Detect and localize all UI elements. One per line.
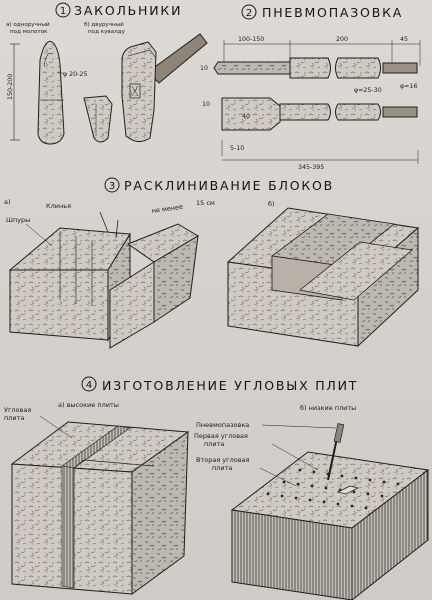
- section-2-header: 2 ПНЕВМОПАЗОВКА: [241, 4, 403, 20]
- dim-20-25-label: φ 20-25: [63, 71, 87, 78]
- label-first-corner-line2: плита: [204, 440, 224, 448]
- section-1-number: 1: [60, 6, 66, 17]
- label-pneumatic-chisel: Пневмопазовка: [196, 421, 249, 429]
- dim-150-200: 150-200: [7, 43, 20, 141]
- section-4-number: 4: [86, 380, 92, 391]
- pneumatic-bit-top: [213, 57, 418, 79]
- dim-345-395-label: 345-395: [298, 164, 324, 171]
- label-second-corner-line1: Вторая угловая: [196, 456, 250, 464]
- dim-10-top-label: 10: [200, 65, 208, 72]
- two-hand-chisel: [121, 33, 208, 142]
- dim-25-30-label: φ=25-30: [354, 87, 382, 94]
- section-2-number: 2: [246, 8, 252, 19]
- label-corner-plate-line1: Угловая: [4, 406, 31, 414]
- section-2-title: ПНЕВМОПАЗОВКА: [262, 5, 403, 20]
- block-low-plates: [230, 423, 430, 600]
- single-hand-chisel: [37, 40, 65, 145]
- block-split-result: [226, 207, 420, 348]
- label-two-hand-line1: б) двуручный: [84, 21, 124, 28]
- sub-low-plates-label: б) низкие плиты: [300, 404, 356, 412]
- sub-b-label: б): [268, 200, 275, 208]
- section-4-title: ИЗГОТОВЛЕНИЕ УГЛОВЫХ ПЛИТ: [102, 378, 358, 393]
- dim-200-label: 200: [336, 36, 348, 43]
- label-single-hand-line1: а) одноручный: [6, 21, 50, 28]
- dim-5-10-label: 5-10: [230, 145, 244, 152]
- dim-45-label: 45: [400, 36, 408, 43]
- section-1-header: 1 ЗАКОЛЬНИКИ: [55, 2, 182, 18]
- pneumatic-bit-bottom: [221, 97, 418, 131]
- label-first-corner-line1: Первая угловая: [194, 432, 248, 440]
- dim-16-label: φ=16: [400, 83, 417, 90]
- label-holes: Шпуры: [6, 216, 30, 224]
- block-high-plates: [10, 415, 190, 595]
- chisel-tip-piece: [83, 95, 113, 143]
- section-3-header: 3 РАСКЛИНИВАНИЕ БЛОКОВ: [104, 177, 334, 193]
- dim-40-label: 40: [242, 113, 250, 120]
- label-two-hand-line2: под кувалду: [88, 29, 126, 35]
- dim-10-bottom-label: 10: [202, 101, 210, 108]
- label-second-corner-line2: плита: [212, 464, 232, 472]
- dim-150-200-label: 150-200: [7, 74, 14, 100]
- section-3-number: 3: [109, 181, 115, 192]
- label-corner-plate-line2: плита: [4, 414, 24, 422]
- sub-high-plates-label: а) высокие плиты: [58, 401, 119, 409]
- section-4-header: 4 ИЗГОТОВЛЕНИЕ УГЛОВЫХ ПЛИТ: [81, 376, 358, 393]
- label-not-less: не менее: [151, 203, 183, 215]
- block-wedge-split: [8, 211, 199, 349]
- label-single-hand-line2: под молоток: [10, 29, 48, 35]
- label-15cm: 15 см: [196, 199, 215, 207]
- dim-100-150-label: 100-150: [238, 36, 264, 43]
- label-wedges: Клинья: [46, 202, 71, 210]
- sub-a-label: а): [4, 198, 11, 206]
- section-1-title: ЗАКОЛЬНИКИ: [74, 3, 182, 18]
- section-3-title: РАСКЛИНИВАНИЕ БЛОКОВ: [124, 178, 334, 193]
